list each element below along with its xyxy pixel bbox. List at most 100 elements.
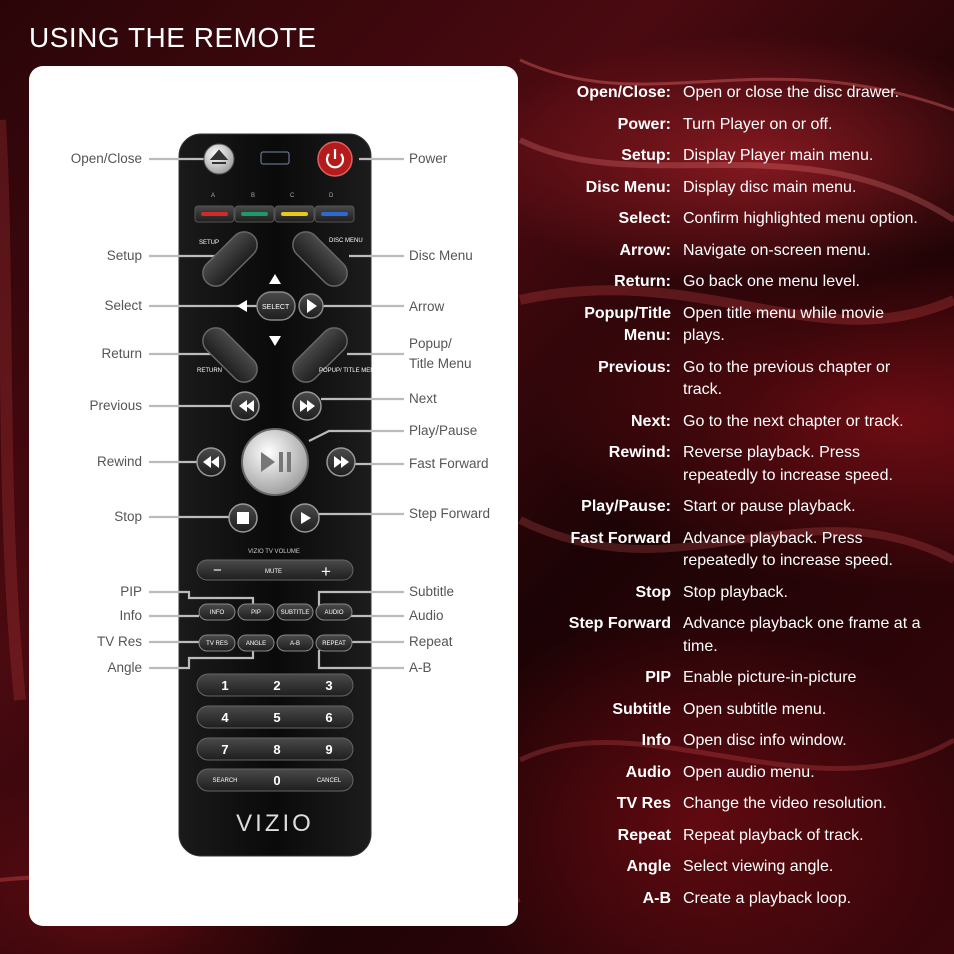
callout-popup: Popup/ [409,336,452,351]
angle-label: ANGLE [246,641,266,647]
vol-plus-button[interactable]: + [321,562,331,581]
fast-forward-icon [334,456,349,468]
digit-2-button[interactable]: 2 [273,678,280,693]
color-keys [194,205,355,223]
legend-row: Select:Confirm highlighted menu option. [540,208,940,231]
callout-previous: Previous [89,398,142,413]
pip-button[interactable] [237,603,275,621]
digit-3-button[interactable]: 3 [325,678,332,693]
legend-description: Open subtitle menu. [683,700,827,718]
repeat-label: REPEAT [322,641,346,647]
legend-term: Repeat [617,826,671,844]
legend-description: Repeat playback of track. [683,826,864,844]
digit-0-button[interactable]: 0 [273,773,280,788]
legend-row: Setup:Display Player main menu. [540,145,940,168]
stop-icon [237,512,249,524]
search-button[interactable]: SEARCH [212,778,237,784]
legend-description: Start or pause playback. [683,498,856,515]
legend-term: Popup/Title Menu: [584,304,671,345]
legend-description: Select viewing angle. [683,858,834,875]
legend-row: Previous:Go to the previous chapter or t… [540,357,940,402]
select-label: SELECT [262,304,290,311]
digit-5-button[interactable]: 5 [273,710,280,725]
arrow-up-icon[interactable] [269,274,281,284]
tv-res-button[interactable] [198,634,236,652]
numpad-row-4 [196,768,354,792]
legend-term: Stop [635,583,671,601]
legend-row: Open/Close:Open or close the disc drawer… [540,82,940,105]
callout-repeat: Repeat [409,634,453,649]
brand-logo: VIZIO [236,810,314,837]
color-key-a[interactable] [201,212,228,216]
digit-4-button[interactable]: 4 [221,710,229,725]
vol-minus-button[interactable]: − [213,562,222,579]
arrow-pad[interactable] [237,274,281,346]
digit-8-button[interactable]: 8 [273,742,280,757]
previous-icon [237,400,254,412]
color-key-c[interactable] [281,212,308,216]
legend-term: Step Forward [568,615,671,632]
numpad-row-1 [196,673,354,697]
ab-label: A-B [290,641,300,647]
arrow-left-icon[interactable] [237,300,247,312]
callout-step-forward: Step Forward [409,506,491,521]
select-button[interactable] [256,291,296,321]
disc-menu-button[interactable] [287,226,352,291]
callout-tv-res: TV Res [96,634,142,649]
callout-pip: PIP [120,584,142,599]
subtitle-button[interactable] [276,603,314,621]
color-key-d[interactable] [321,212,348,216]
digit-9-button[interactable]: 9 [325,742,332,757]
legend-term: Return: [614,273,671,290]
step-forward-icon [301,512,311,524]
digit-6-button[interactable]: 6 [325,710,332,725]
legend-row: Disc Menu:Display disc main menu. [540,177,940,200]
remote-panel: A B C D SETUP DISC MENU RETURN POPUP/ [29,66,518,926]
color-key-label: D [329,193,334,199]
color-key-labels: A B C D [211,193,334,199]
legend-term: Disc Menu: [585,178,671,196]
power-icon [325,149,345,169]
color-key-b[interactable] [241,212,268,216]
popup-title-menu-button[interactable] [287,322,352,387]
callout-audio: Audio [409,608,444,623]
angle-button[interactable] [237,634,275,652]
mute-button[interactable]: MUTE [265,569,282,575]
legend-term: Info [641,732,671,749]
info-label: INFO [210,610,225,616]
eject-icon [209,149,229,164]
legend-term: PIP [645,669,671,686]
legend-description: Open audio menu. [683,763,815,781]
cancel-button[interactable]: CANCEL [317,778,342,784]
bluray-logo [260,151,290,165]
legend-term: Next: [630,412,671,430]
legend-description: Open disc info window. [683,732,847,749]
legend-row: Power:Turn Player on or off. [540,114,940,137]
disc-menu-label: DISC MENU [329,238,363,244]
legend-term: Angle [626,858,671,875]
page-title: USING THE REMOTE [29,22,317,53]
arrow-right-icon [307,299,317,313]
color-key-label: A [211,193,215,199]
ab-button[interactable] [276,634,314,652]
arrow-down-icon[interactable] [269,336,281,346]
callout-arrow: Arrow [409,299,445,314]
callout-title-menu: Title Menu [409,356,472,371]
legend-description: Turn Player on or off. [683,115,833,133]
digit-1-button[interactable]: 1 [221,678,228,693]
repeat-button[interactable] [315,634,353,652]
digit-7-button[interactable]: 7 [221,742,228,757]
callout-angle: Angle [107,660,142,675]
legend-description: Advance playback one frame at a time. [683,615,921,655]
info-button[interactable] [198,603,236,621]
callout-stop: Stop [114,509,142,524]
legend-description: Open or close the disc drawer. [683,84,900,101]
legend-description: Change the video resolution. [683,795,887,812]
setup-button[interactable] [197,226,262,291]
return-button[interactable] [197,322,262,387]
legend-term: Previous: [598,358,671,376]
audio-button[interactable] [315,603,353,621]
